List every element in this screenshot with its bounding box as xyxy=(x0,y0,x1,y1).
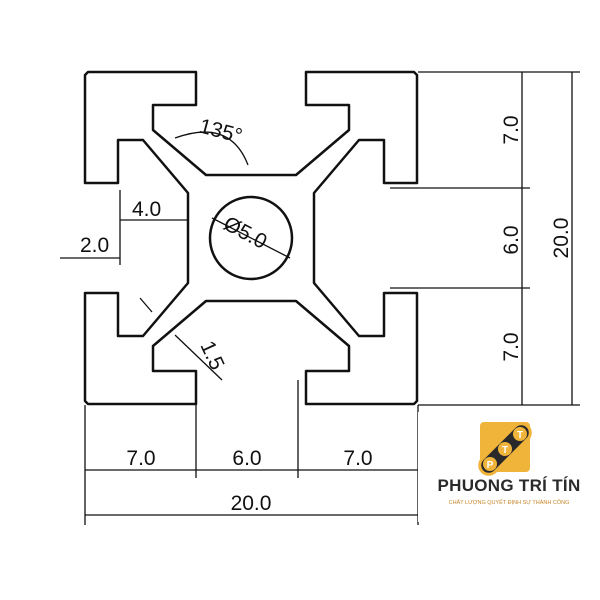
right-top-label: 7.0 xyxy=(500,115,523,144)
company-logo: P T T PHUONG TRÍ TÍN CHẤT LƯỢNG QUYẾT ĐỊ… xyxy=(418,412,600,522)
bottom-right-label: 7.0 xyxy=(343,447,372,470)
right-mid-label: 6.0 xyxy=(500,225,523,254)
bottom-left-label: 7.0 xyxy=(126,447,155,470)
right-bottom-label: 7.0 xyxy=(500,332,523,361)
svg-text:P: P xyxy=(487,460,494,471)
right-total-label: 20.0 xyxy=(550,218,573,259)
svg-text:T: T xyxy=(517,430,523,441)
brand-tagline: CHẤT LƯỢNG QUYẾT ĐỊNH SỰ THÀNH CÔNG xyxy=(448,500,570,506)
fillet-label: 1.5 xyxy=(195,337,228,373)
slot-depth-label: 4.0 xyxy=(132,198,161,221)
bottom-mid-label: 6.0 xyxy=(232,447,261,470)
wall-label: 2.0 xyxy=(80,234,109,257)
bottom-total-label: 20.0 xyxy=(231,492,272,515)
brand-name: PHUONG TRÍ TÍN xyxy=(437,476,581,495)
svg-text:T: T xyxy=(502,445,508,456)
angle-label: 135° xyxy=(197,115,245,148)
ptt-logo-icon: P T T xyxy=(478,422,532,476)
